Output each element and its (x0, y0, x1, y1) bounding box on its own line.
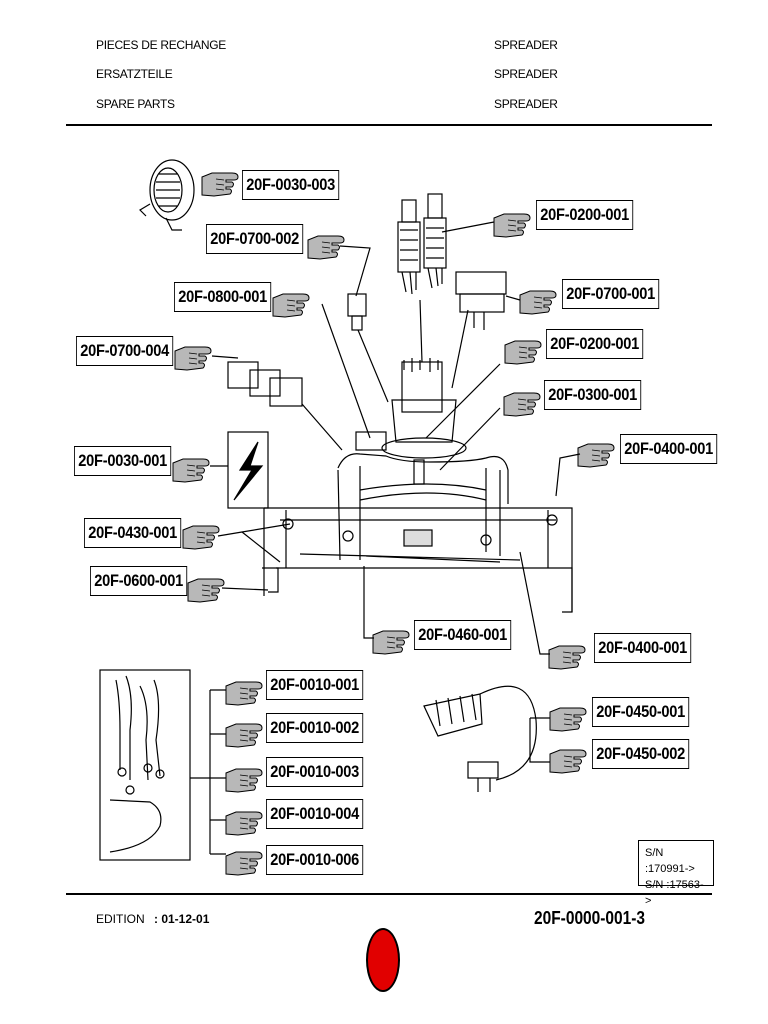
pointer-hand-icon (272, 293, 310, 318)
header-right-1: SPREADER (494, 38, 558, 52)
edition-date: : 01-12-01 (154, 912, 210, 926)
pointer-hand-icon (504, 340, 542, 365)
footer-rule (66, 893, 712, 895)
part-label-20f-0010-001[interactable]: 20F-0010-001 (266, 670, 364, 700)
status-dot[interactable] (366, 928, 400, 992)
part-label-20f-0400-001-b[interactable]: 20F-0400-001 (594, 633, 692, 663)
pointer-hand-icon (225, 723, 263, 748)
pointer-hand-icon (549, 707, 587, 732)
part-label-20f-0010-002[interactable]: 20F-0010-002 (266, 713, 364, 743)
part-label-20f-0010-003[interactable]: 20F-0010-003 (266, 757, 364, 787)
document-number: 20F-0000-001-3 (534, 908, 646, 928)
pointer-hand-icon (307, 235, 345, 260)
pointer-hand-icon (201, 172, 239, 197)
part-label-20f-0700-002[interactable]: 20F-0700-002 (206, 224, 304, 254)
header-right-2: SPREADER (494, 67, 558, 81)
pointer-hand-icon (172, 458, 210, 483)
pointer-hand-icon (225, 811, 263, 836)
part-label-20f-0800-001[interactable]: 20F-0800-001 (174, 282, 272, 312)
part-label-20f-0200-001-b[interactable]: 20F-0200-001 (546, 329, 644, 359)
part-label-20f-0030-003[interactable]: 20F-0030-003 (242, 170, 340, 200)
part-label-20f-0600-001[interactable]: 20F-0600-001 (90, 566, 188, 596)
part-label-20f-0400-001[interactable]: 20F-0400-001 (620, 434, 718, 464)
pointer-hand-icon (187, 578, 225, 603)
header-rule (66, 124, 712, 126)
pointer-hand-icon (372, 630, 410, 655)
part-label-20f-0300-001[interactable]: 20F-0300-001 (544, 380, 642, 410)
serial-line-1: S/N :170991-> (645, 847, 695, 875)
part-label-20f-0700-004[interactable]: 20F-0700-004 (76, 336, 174, 366)
pointer-hand-icon (225, 681, 263, 706)
serial-line-2: S/N :17563-> (645, 879, 704, 907)
pointer-hand-icon (182, 525, 220, 550)
pointer-hand-icon (503, 392, 541, 417)
pointer-hand-icon (493, 213, 531, 238)
pointer-hand-icon (174, 346, 212, 371)
header-left-1: PIECES DE RECHANGE (96, 38, 226, 52)
part-label-20f-0030-001[interactable]: 20F-0030-001 (74, 446, 172, 476)
part-label-20f-0010-006[interactable]: 20F-0010-006 (266, 845, 364, 875)
part-label-20f-0450-001[interactable]: 20F-0450-001 (592, 697, 690, 727)
pointer-hand-icon (225, 768, 263, 793)
pointer-hand-icon (519, 290, 557, 315)
part-label-20f-0700-001[interactable]: 20F-0700-001 (562, 279, 660, 309)
part-label-20f-0460-001[interactable]: 20F-0460-001 (414, 620, 512, 650)
pointer-hand-icon (548, 645, 586, 670)
pointer-hand-icon (549, 749, 587, 774)
part-label-20f-0430-001[interactable]: 20F-0430-001 (84, 518, 182, 548)
edition-label: EDITION (96, 912, 145, 926)
header-left-2: ERSATZTEILE (96, 67, 173, 81)
header-left-3: SPARE PARTS (96, 97, 175, 111)
part-label-20f-0010-004[interactable]: 20F-0010-004 (266, 799, 364, 829)
serial-number-box: S/N :170991-> S/N :17563-> (638, 840, 714, 907)
part-label-20f-0450-002[interactable]: 20F-0450-002 (592, 739, 690, 769)
header-right-3: SPREADER (494, 97, 558, 111)
pointer-hand-icon (577, 443, 615, 468)
part-label-20f-0200-001[interactable]: 20F-0200-001 (536, 200, 634, 230)
pointer-hand-icon (225, 851, 263, 876)
